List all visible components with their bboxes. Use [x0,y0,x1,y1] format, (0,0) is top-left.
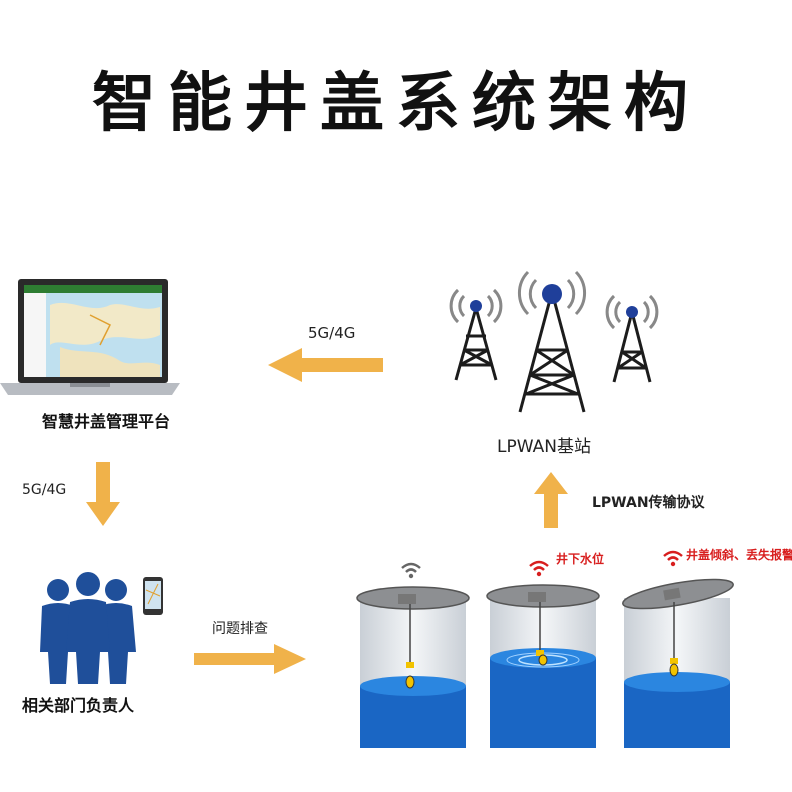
people-label: 相关部门负责人 [22,696,135,715]
link-label-platform-people: 5G/4G [22,482,67,498]
manhole-icon [622,578,734,748]
manhole-icon [356,586,470,748]
phone-icon [143,577,163,615]
base-station-label: LPWAN基站 [497,437,591,457]
alert-tilt-lost: 井盖倾斜、丢失报警 [686,548,792,562]
wifi-icon [663,550,683,567]
laptop-icon [0,279,180,395]
tower-icon [449,270,659,413]
arrow-icon [86,462,120,526]
platform-label: 智慧井盖管理平台 [42,412,171,431]
people-icon [40,572,136,684]
page-title: 智能井盖系统架构 [92,67,700,141]
link-label-bs-platform: 5G/4G [308,324,356,342]
arrow-icon [268,348,383,382]
wifi-icon [401,562,421,579]
arrow-icon [194,644,306,674]
link-label-people-cover: 问题排查 [212,621,268,637]
alert-water-level: 井下水位 [556,552,605,566]
wifi-icon [529,560,549,577]
manhole-icon [486,584,600,748]
link-label-cover-bs: LPWAN传输协议 [592,495,705,511]
arrow-icon [534,472,568,528]
